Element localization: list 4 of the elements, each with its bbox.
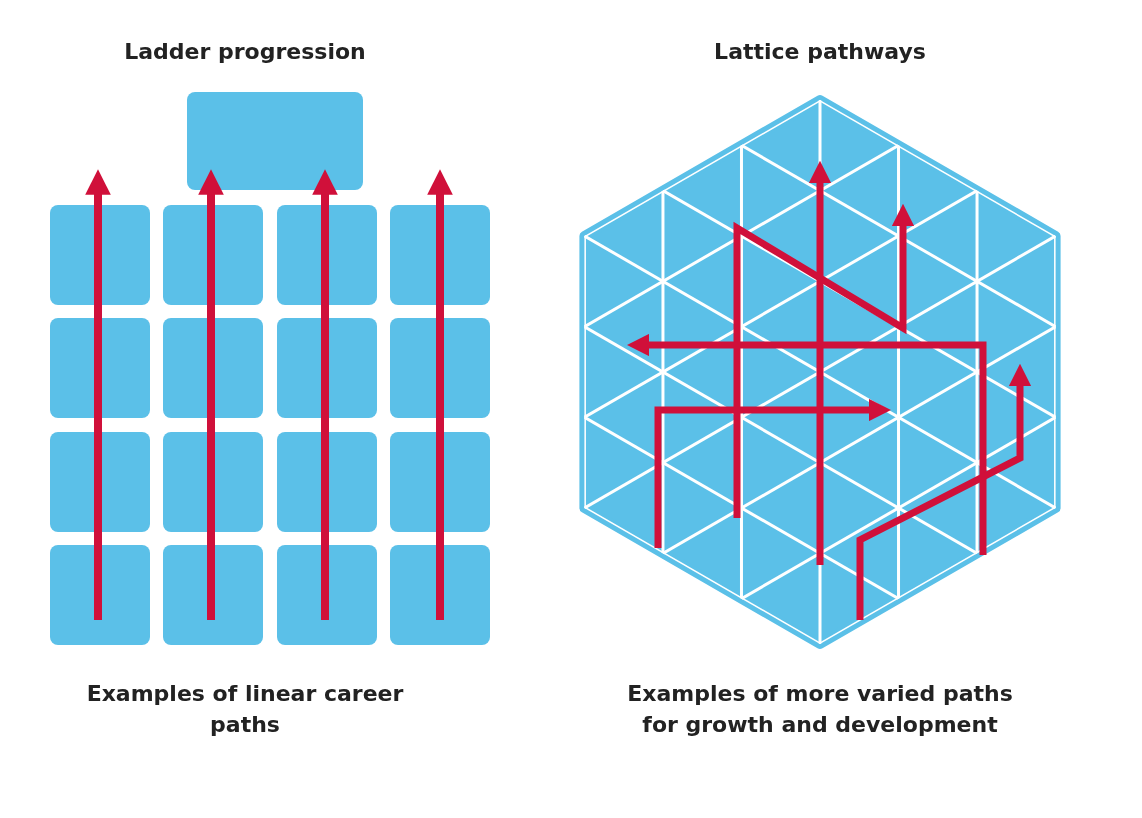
panel-caption: Examples of more varied paths for growth and development — [626, 680, 1014, 739]
panel-caption: Examples of linear career paths — [85, 680, 405, 739]
panel-heading: Ladder progression — [123, 38, 367, 66]
panel-heading: Lattice pathways — [713, 38, 927, 66]
